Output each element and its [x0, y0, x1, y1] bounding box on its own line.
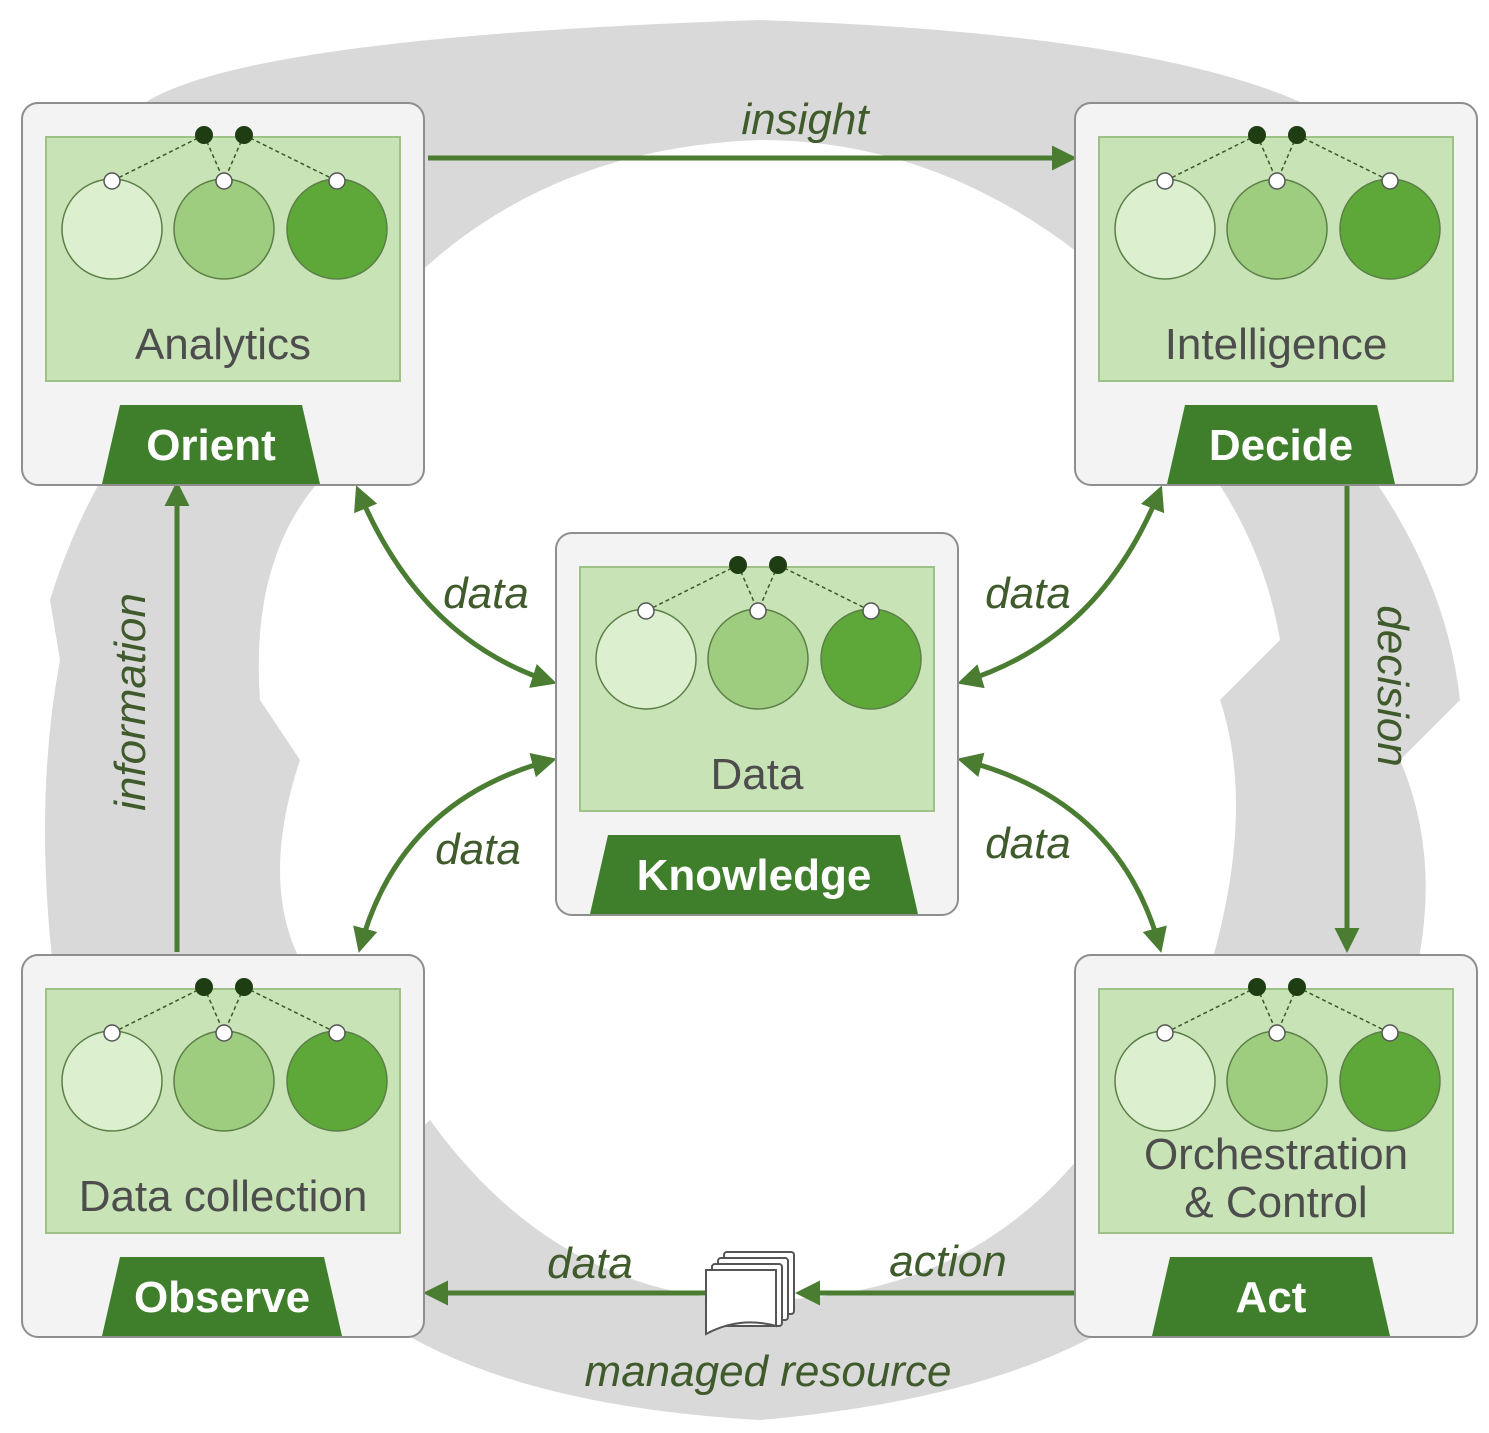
knowledge-hub-2	[769, 556, 787, 574]
observe-circle-1	[61, 1030, 163, 1132]
decide-hub-2	[1288, 126, 1306, 144]
document-stack-icon	[705, 1251, 795, 1336]
arrows	[164, 145, 1360, 1306]
data-decide-knowledge-label: data	[985, 569, 1071, 618]
observe-hub-1	[195, 978, 213, 996]
observe-inner-label: Data collection	[79, 1172, 368, 1221]
data-resource-observe-label: data	[547, 1239, 633, 1288]
act-knowledge-arrow	[957, 752, 1167, 953]
act-port-3	[1381, 1024, 1399, 1042]
orient-port-2	[215, 172, 233, 190]
decide-inner-label: Intelligence	[1165, 320, 1388, 369]
orient-circle-2	[173, 178, 275, 280]
decide-knowledge-arrow	[957, 485, 1165, 689]
act-hub-1	[1248, 978, 1266, 996]
knowledge-tab-label: Knowledge	[637, 851, 872, 900]
act-tab	[1152, 1257, 1390, 1336]
orient-port-3	[328, 172, 346, 190]
observe-port-3	[328, 1024, 346, 1042]
decision-label: decision	[1368, 605, 1417, 766]
decide-circle-2	[1226, 178, 1328, 280]
act-inner-label-2: & Control	[1184, 1178, 1367, 1227]
decide-port-3	[1381, 172, 1399, 190]
decide-hub-1	[1248, 126, 1266, 144]
knowledge-circle-2	[707, 608, 809, 710]
act-tab-label: Act	[1236, 1273, 1307, 1322]
decide-circle-1	[1114, 178, 1216, 280]
decide-port-2	[1268, 172, 1286, 190]
orient-inner-label: Analytics	[135, 320, 311, 369]
observe-circle-3	[286, 1030, 388, 1132]
orient-circle-1	[61, 178, 163, 280]
decide-tab-label: Decide	[1209, 421, 1353, 470]
observe-tab-label: Observe	[134, 1273, 310, 1322]
data-observe-knowledge-label: data	[435, 825, 521, 874]
act-circle-2	[1226, 1030, 1328, 1132]
observe-port-1	[103, 1024, 121, 1042]
knowledge-port-3	[862, 602, 880, 620]
observe-port-2	[215, 1024, 233, 1042]
observe-circle-2	[173, 1030, 275, 1132]
act-hub-2	[1288, 978, 1306, 996]
action-label: action	[889, 1237, 1006, 1286]
knowledge-hub-1	[729, 556, 747, 574]
knowledge-tab	[590, 835, 918, 914]
data-act-knowledge-label: data	[985, 819, 1071, 868]
information-label: information	[106, 593, 155, 811]
orient-tab	[102, 405, 320, 484]
act-circle-3	[1339, 1030, 1441, 1132]
observe-knowledge-arrow	[353, 753, 557, 953]
orient-tab-label: Orient	[146, 421, 276, 470]
act-circle-1	[1114, 1030, 1216, 1132]
insight-label: insight	[741, 95, 870, 144]
data-orient-knowledge-label: data	[443, 569, 529, 618]
orient-hub-1	[195, 126, 213, 144]
knowledge-port-2	[749, 602, 767, 620]
managed-resource-label: managed resource	[585, 1347, 952, 1396]
act-inner-label-1: Orchestration	[1144, 1130, 1408, 1179]
knowledge-port-1	[637, 602, 655, 620]
orient-circle-3	[286, 178, 388, 280]
orient-port-1	[103, 172, 121, 190]
act-port-1	[1156, 1024, 1174, 1042]
decide-tab	[1167, 405, 1395, 484]
observe-tab	[102, 1257, 342, 1336]
decide-circle-3	[1339, 178, 1441, 280]
nodes-layer: AnalyticsOrientIntelligenceDecideDataKno…	[21, 102, 1478, 1338]
observe-hub-2	[235, 978, 253, 996]
orient-hub-2	[235, 126, 253, 144]
knowledge-inner-label: Data	[711, 750, 804, 799]
orient-knowledge-arrow	[354, 485, 557, 688]
decide-port-1	[1156, 172, 1174, 190]
act-port-2	[1268, 1024, 1286, 1042]
knowledge-circle-1	[595, 608, 697, 710]
knowledge-circle-3	[820, 608, 922, 710]
